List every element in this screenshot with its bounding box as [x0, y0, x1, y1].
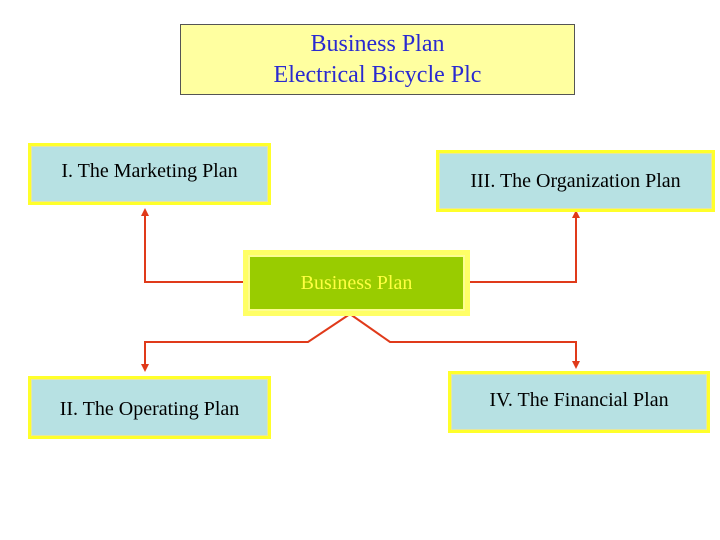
operating-plan-label: II. The Operating Plan: [59, 398, 240, 420]
marketing-plan-label: I. The Marketing Plan: [61, 159, 238, 182]
organization-plan-box: III. The Organization Plan: [436, 150, 715, 212]
connector-to-operating: [141, 313, 351, 372]
center-business-plan-box: Business Plan: [243, 250, 470, 316]
title-line-2: Electrical Bicycle Plc: [273, 61, 482, 88]
organization-plan-label: III. The Organization Plan: [470, 169, 681, 192]
center-business-plan-inner: Business Plan: [248, 255, 465, 311]
connector-to-financial: [349, 313, 580, 369]
connector-to-marketing: [141, 208, 245, 283]
connector-to-organization: [470, 210, 580, 283]
operating-plan-box: II. The Operating Plan: [28, 376, 271, 439]
financial-plan-box: IV. The Financial Plan: [448, 371, 710, 433]
center-business-plan-label: Business Plan: [300, 271, 413, 294]
title-line-1: Business Plan: [310, 30, 445, 57]
marketing-plan-box: I. The Marketing Plan: [28, 143, 271, 205]
title-box: Business Plan Electrical Bicycle Plc: [180, 24, 575, 95]
financial-plan-label: IV. The Financial Plan: [489, 388, 669, 411]
